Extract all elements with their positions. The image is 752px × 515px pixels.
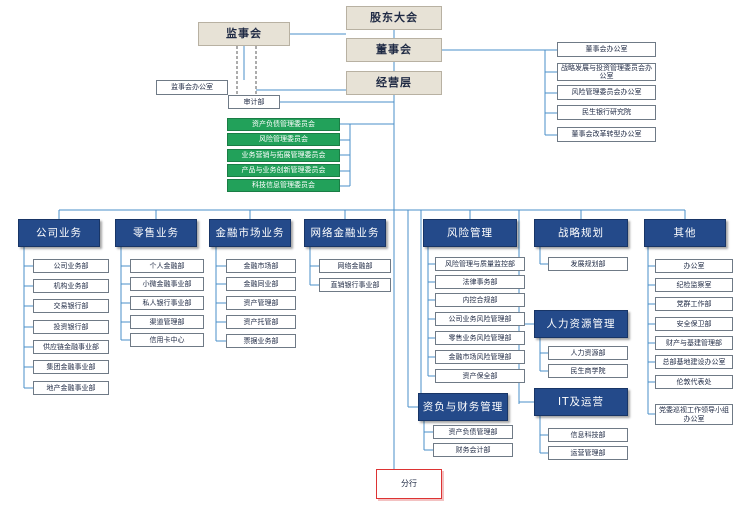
corporate-department-item: 公司业务部: [33, 259, 109, 273]
other-department-item: 总部基地建设办公室: [655, 355, 733, 369]
risk-department-item: 风险管理与质量监控部: [435, 257, 525, 271]
division-online-header: 网络金融业务: [304, 219, 386, 247]
division-strategy-header: 战略规划: [534, 219, 628, 247]
shareholders-meeting-node: 股东大会: [346, 6, 442, 30]
committee-item: 产品与业务创新管理委员会: [227, 164, 340, 177]
division-markets-header: 金融市场业务: [209, 219, 291, 247]
finance-department-item: 资产负债管理部: [433, 425, 513, 439]
board-office-item: 董事会办公室: [557, 42, 656, 57]
division-hr-header: 人力资源管理: [534, 310, 628, 338]
committee-item: 科技信息管理委员会: [227, 179, 340, 192]
retail-department-item: 个人金融部: [130, 259, 204, 273]
markets-department-item: 票据业务部: [226, 334, 296, 348]
finance-department-item: 财务会计部: [433, 443, 513, 457]
other-department-item: 党群工作部: [655, 297, 733, 311]
online-department-item: 网络金融部: [319, 259, 391, 273]
other-department-item: 伦敦代表处: [655, 375, 733, 389]
division-other-header: 其他: [644, 219, 726, 247]
corporate-department-item: 交易银行部: [33, 299, 109, 313]
markets-department-item: 金融市场部: [226, 259, 296, 273]
committee-item: 业务营销与拓展管理委员会: [227, 149, 340, 162]
board-office-item: 风险管理委员会办公室: [557, 85, 656, 100]
management-node: 经营层: [346, 71, 442, 95]
other-department-item: 财产与基建管理部: [655, 336, 733, 350]
hr-department-item: 人力资源部: [548, 346, 628, 360]
markets-department-item: 资产管理部: [226, 296, 296, 310]
risk-department-item: 零售业务风险管理部: [435, 331, 525, 345]
online-department-item: 直销银行事业部: [319, 278, 391, 292]
board-office-item: 战略发展与投资管理委员会办公室: [557, 63, 656, 81]
retail-department-item: 渠道管理部: [130, 315, 204, 329]
it-department-item: 运营管理部: [548, 446, 628, 460]
corporate-department-item: 投资银行部: [33, 320, 109, 334]
retail-department-item: 私人银行事业部: [130, 296, 204, 310]
risk-department-item: 公司业务风险管理部: [435, 312, 525, 326]
hr-department-item: 民生商学院: [548, 364, 628, 378]
corporate-department-item: 地产金融事业部: [33, 381, 109, 395]
corporate-department-item: 集团金融事业部: [33, 360, 109, 374]
retail-department-item: 信用卡中心: [130, 333, 204, 347]
strategy-department-item: 发展规划部: [548, 257, 628, 271]
it-department-item: 信息科技部: [548, 428, 628, 442]
markets-department-item: 资产托管部: [226, 315, 296, 329]
supervisory-board-node: 监事会: [198, 22, 290, 46]
division-finance-header: 资负与财务管理: [418, 393, 508, 421]
other-department-item: 党委巡视工作领导小组办公室: [655, 404, 733, 425]
committee-item: 资产负债管理委员会: [227, 118, 340, 131]
supervisory-office-node: 监事会办公室: [156, 80, 228, 95]
corporate-department-item: 供应链金融事业部: [33, 340, 109, 354]
board-office-item: 董事会改革转型办公室: [557, 127, 656, 142]
other-department-item: 安全保卫部: [655, 317, 733, 331]
division-corporate-header: 公司业务: [18, 219, 100, 247]
branch-node: 分行: [376, 469, 442, 499]
audit-department-node: 审计部: [228, 95, 280, 109]
corporate-department-item: 机构业务部: [33, 279, 109, 293]
risk-department-item: 内控合规部: [435, 293, 525, 307]
risk-department-item: 资产保全部: [435, 369, 525, 383]
retail-department-item: 小微金融事业部: [130, 277, 204, 291]
other-department-item: 办公室: [655, 259, 733, 273]
other-department-item: 纪检监察室: [655, 278, 733, 292]
committee-item: 风险管理委员会: [227, 133, 340, 146]
division-retail-header: 零售业务: [115, 219, 197, 247]
markets-department-item: 金融同业部: [226, 277, 296, 291]
board-of-directors-node: 董事会: [346, 38, 442, 62]
risk-department-item: 法律事务部: [435, 275, 525, 289]
risk-department-item: 金融市场风险管理部: [435, 350, 525, 364]
board-office-item: 民生银行研究院: [557, 105, 656, 120]
division-it-header: IT及运营: [534, 388, 628, 416]
division-risk-header: 风险管理: [423, 219, 517, 247]
